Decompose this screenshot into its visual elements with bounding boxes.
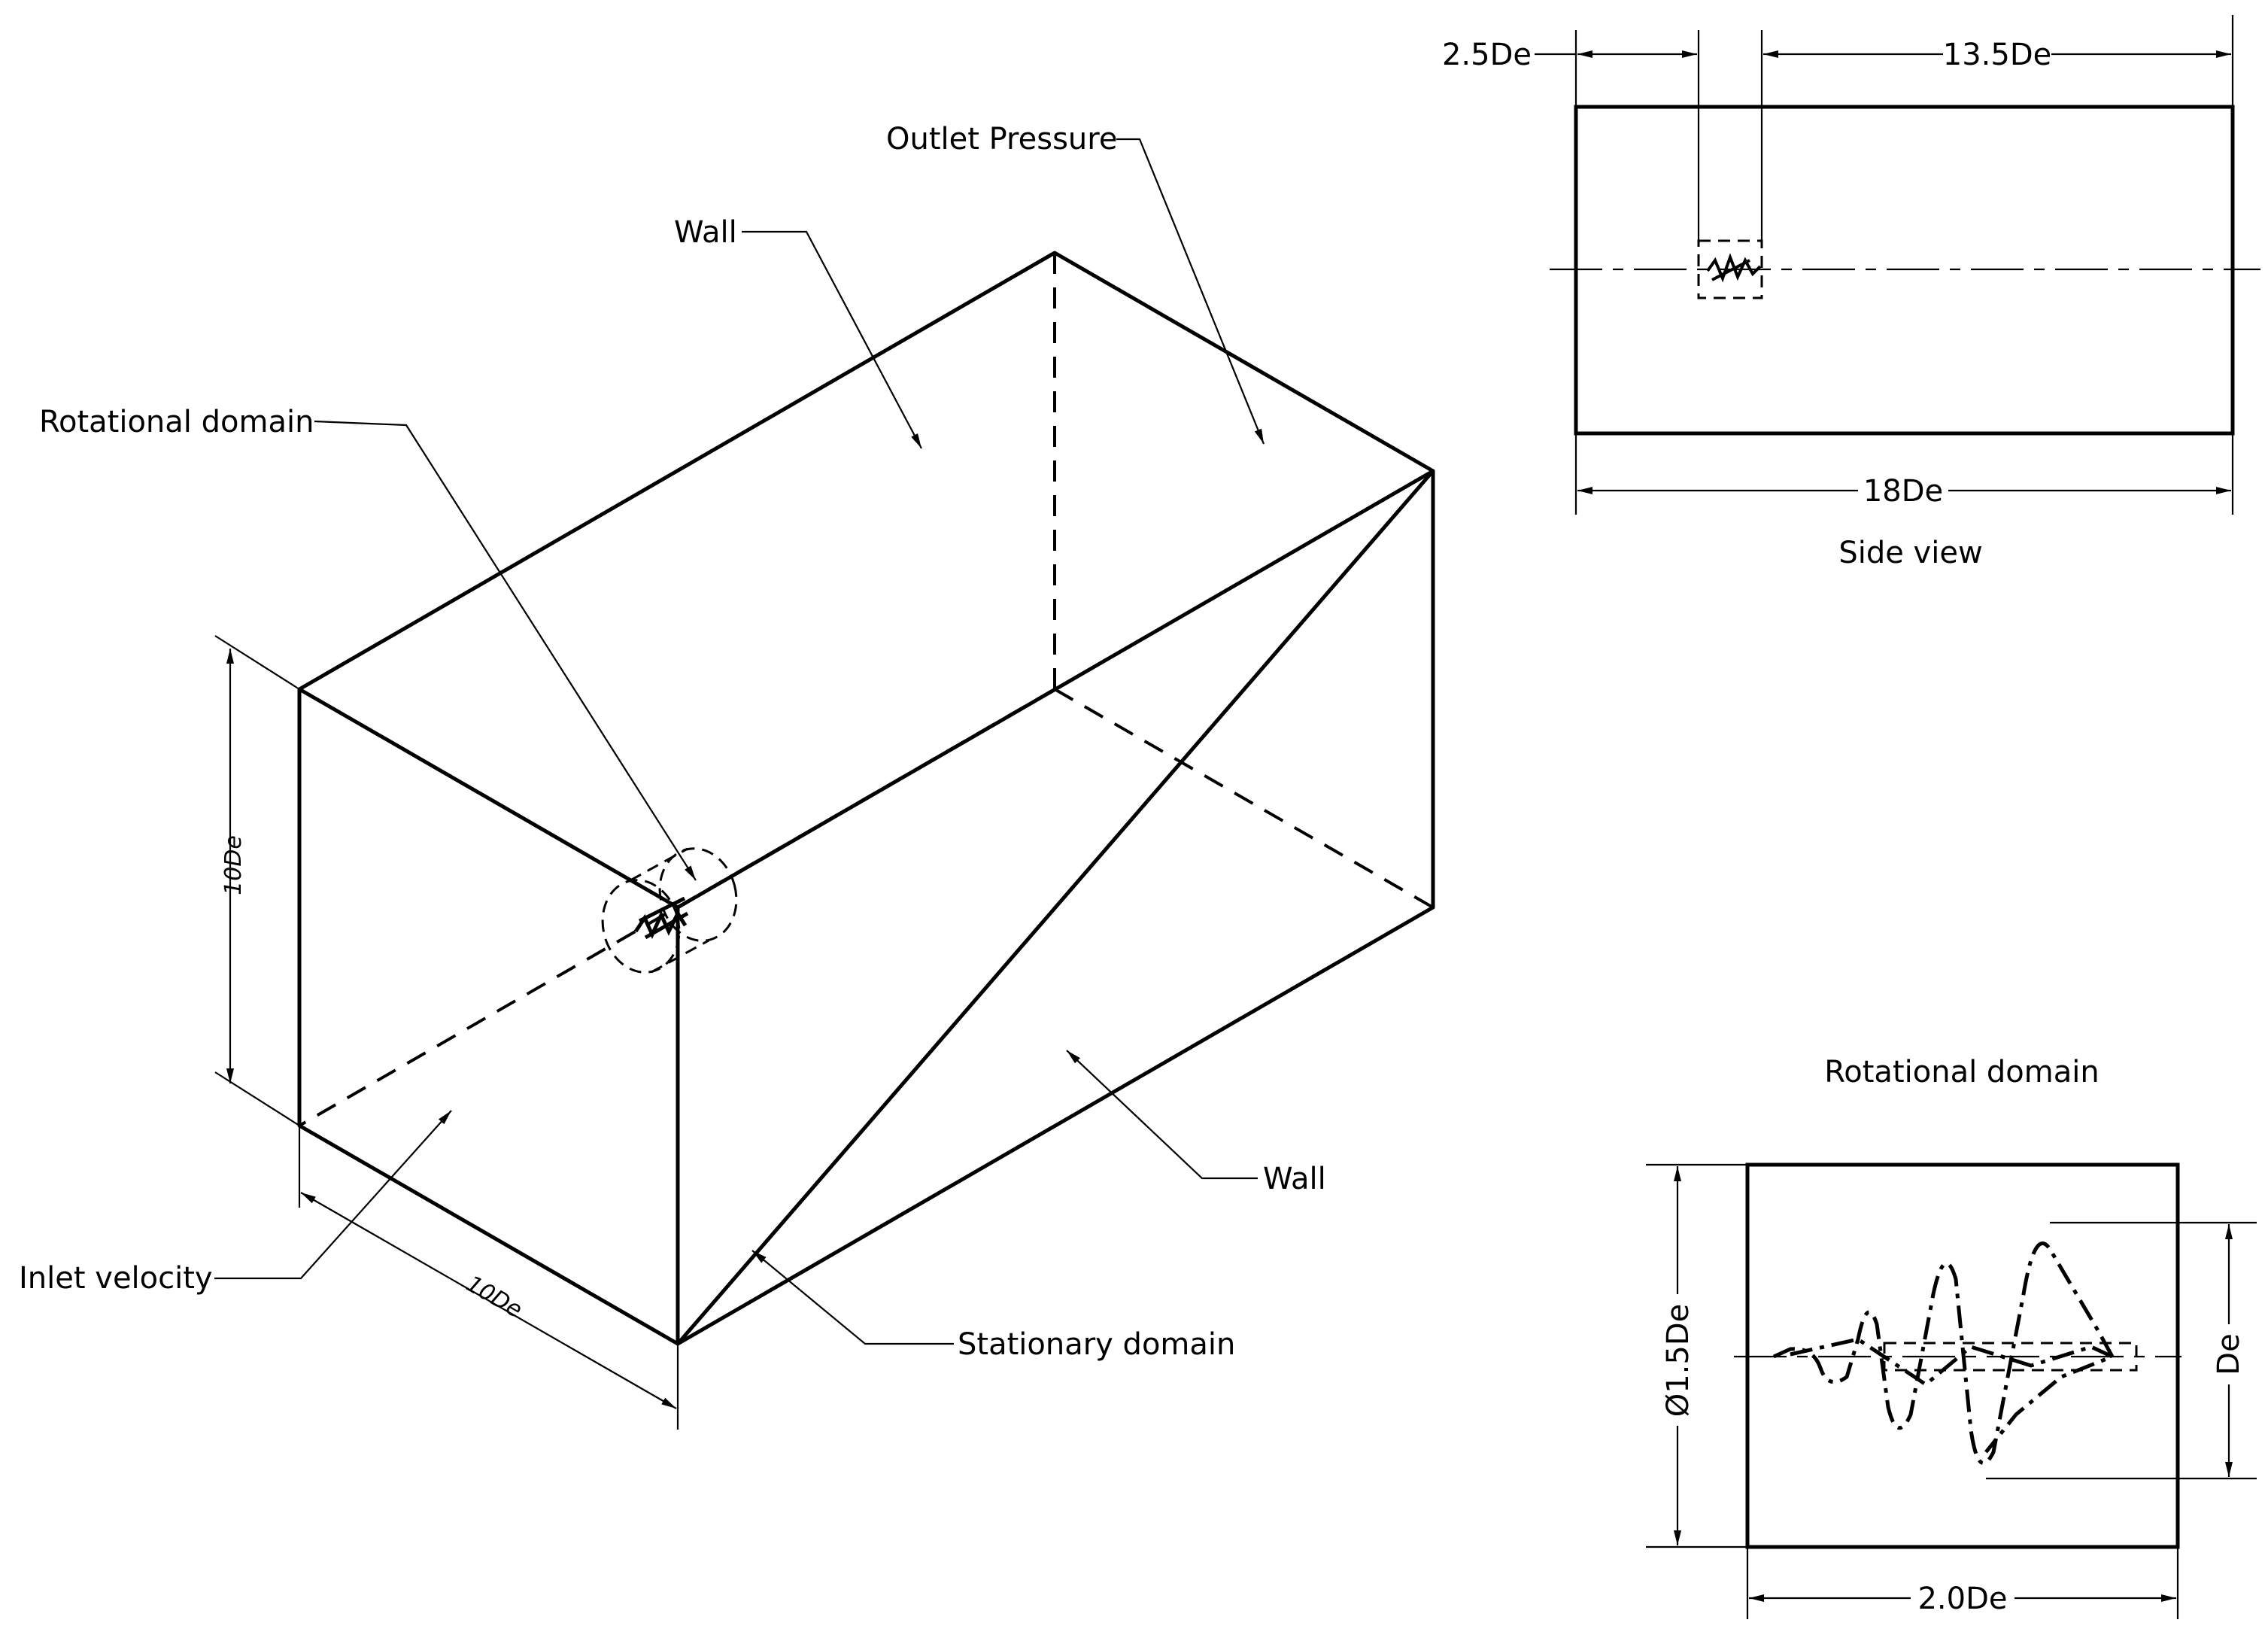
wall-top-leader xyxy=(742,230,922,449)
cylinder-top-line xyxy=(630,847,688,882)
iso-rotational-cylinder xyxy=(601,847,738,974)
outlet-pressure-text: Outlet Pressure xyxy=(886,122,1117,157)
side-dim-total-text: 18De xyxy=(1863,474,1943,509)
rot-view-title: Rotational domain xyxy=(1824,1055,2099,1089)
inlet-velocity-leader xyxy=(214,1110,452,1280)
side-view: 2.5De 13.5De 18De Side view xyxy=(1442,15,2260,570)
height-dim-text: 10De xyxy=(220,835,247,895)
box-hidden-bottom-back xyxy=(1054,688,1434,909)
cylinder-bottom-line xyxy=(651,939,709,974)
rotational-domain-leader xyxy=(314,420,697,881)
label-wall-side: Wall xyxy=(1066,1050,1326,1196)
wall-top-text: Wall xyxy=(674,215,737,250)
wall-side-text: Wall xyxy=(1263,1162,1326,1196)
inlet-velocity-text: Inlet velocity xyxy=(19,1261,213,1296)
side-view-rot-box xyxy=(1697,239,1763,299)
side-dim-right-text: 13.5De xyxy=(1943,38,2051,72)
outlet-pressure-leader xyxy=(1116,138,1265,445)
label-stationary-domain: Stationary domain xyxy=(751,1250,1235,1362)
stationary-domain-leader xyxy=(751,1250,954,1345)
height-ext-bottom xyxy=(214,1071,300,1126)
rotational-domain-view: Rotational domain Ø1.5De De 2.0De xyxy=(1646,1055,2257,1619)
rot-view-helix xyxy=(1772,1241,2115,1465)
side-view-helix xyxy=(1706,253,1762,283)
height-ext-top xyxy=(214,635,300,690)
stationary-domain-text: Stationary domain xyxy=(958,1327,1235,1362)
label-rotational-domain: Rotational domain xyxy=(39,405,697,881)
label-outlet-pressure: Outlet Pressure xyxy=(886,122,1265,445)
rot-dim-width-text: 2.0De xyxy=(1917,1582,2007,1616)
label-wall-top: Wall xyxy=(674,215,922,449)
side-dim-left-text: 2.5De xyxy=(1442,38,1532,72)
iso-helix-blade xyxy=(633,896,689,940)
depth-dim-text: 10De xyxy=(461,1271,527,1323)
box-hidden-bottom-left xyxy=(298,688,1056,1127)
rot-dim-de-text: De xyxy=(2212,1333,2246,1375)
wall-side-leader xyxy=(1066,1050,1258,1180)
depth-dim-line xyxy=(300,1192,677,1409)
rotational-domain-text: Rotational domain xyxy=(39,405,314,439)
side-view-title: Side view xyxy=(1838,536,1982,570)
rot-view-hub xyxy=(1883,1342,2138,1372)
iso-height-dimension: 10De xyxy=(214,635,300,1126)
rot-dim-diam-text: Ø1.5De xyxy=(1661,1304,1696,1418)
iso-depth-dimension: 10De xyxy=(298,1126,679,1430)
box-edge-bottom-right xyxy=(676,905,1435,1346)
label-inlet-velocity: Inlet velocity xyxy=(19,1110,452,1296)
